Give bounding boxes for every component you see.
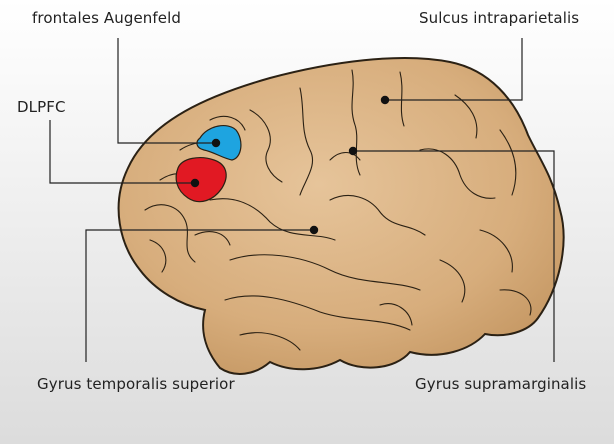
marker-dlpfc [191,179,199,187]
marker-temporal-superior [310,226,318,234]
marker-supramarginal [349,147,357,155]
label-dlpfc: DLPFC [17,98,66,116]
marker-frontal-eye-field [212,139,220,147]
brain-outline [119,58,564,374]
label-intraparietal: Sulcus intraparietalis [419,9,579,27]
label-supramarginal: Gyrus supramarginalis [415,375,586,393]
label-temporal-superior: Gyrus temporalis superior [37,375,235,393]
marker-intraparietal [381,96,389,104]
label-frontal-eye-field: frontales Augenfeld [32,9,181,27]
